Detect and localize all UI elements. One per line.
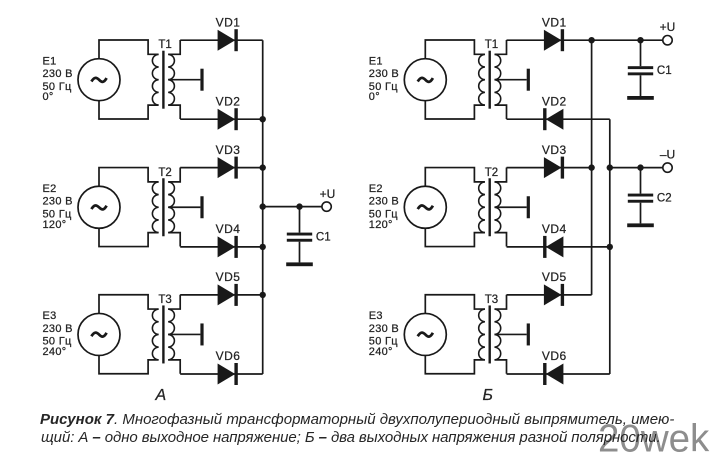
svg-text:50 Гц: 50 Гц bbox=[43, 336, 72, 348]
svg-text:VD2: VD2 bbox=[542, 94, 567, 108]
svg-text:VD2: VD2 bbox=[216, 94, 241, 108]
svg-text:VD3: VD3 bbox=[542, 143, 567, 157]
svg-text:T3: T3 bbox=[158, 294, 171, 306]
svg-text:Б: Б bbox=[482, 387, 492, 404]
svg-text:–U: –U bbox=[660, 148, 675, 162]
svg-text:120°: 120° bbox=[369, 219, 393, 231]
svg-text:C2: C2 bbox=[657, 192, 672, 204]
svg-text:T3: T3 bbox=[485, 294, 498, 306]
svg-text:VD5: VD5 bbox=[216, 270, 241, 284]
svg-text:120°: 120° bbox=[43, 219, 67, 231]
svg-text:Рисунок 7. Многофазный трансфо: Рисунок 7. Многофазный трансформаторный … bbox=[40, 411, 674, 428]
svg-text:VD1: VD1 bbox=[216, 15, 241, 29]
svg-text:230 В: 230 В bbox=[369, 68, 399, 80]
svg-text:E2: E2 bbox=[369, 183, 383, 195]
svg-text:VD6: VD6 bbox=[216, 349, 241, 363]
svg-text:VD3: VD3 bbox=[216, 143, 241, 157]
svg-text:20wek: 20wek bbox=[598, 418, 710, 461]
svg-text:VD5: VD5 bbox=[542, 270, 567, 284]
svg-text:C1: C1 bbox=[657, 65, 672, 77]
svg-text:А: А bbox=[154, 387, 166, 404]
svg-text:E3: E3 bbox=[369, 310, 383, 322]
svg-text:0°: 0° bbox=[369, 91, 380, 103]
svg-text:240°: 240° bbox=[369, 346, 393, 358]
svg-text:VD4: VD4 bbox=[216, 222, 241, 236]
svg-text:230 В: 230 В bbox=[43, 196, 73, 208]
svg-text:T1: T1 bbox=[485, 39, 498, 51]
svg-text:VD1: VD1 bbox=[542, 15, 567, 29]
svg-text:C1: C1 bbox=[316, 231, 331, 243]
svg-text:E3: E3 bbox=[43, 310, 57, 322]
svg-text:E1: E1 bbox=[43, 55, 57, 67]
svg-text:T2: T2 bbox=[158, 167, 171, 179]
svg-text:+U: +U bbox=[660, 20, 676, 34]
svg-text:VD4: VD4 bbox=[542, 222, 567, 236]
svg-text:230 В: 230 В bbox=[43, 68, 73, 80]
svg-text:50 Гц: 50 Гц bbox=[369, 336, 398, 348]
svg-text:+U: +U bbox=[320, 187, 336, 201]
svg-text:50 Гц: 50 Гц bbox=[369, 208, 398, 220]
svg-text:230 В: 230 В bbox=[369, 196, 399, 208]
svg-text:50 Гц: 50 Гц bbox=[43, 208, 72, 220]
svg-text:E1: E1 bbox=[369, 55, 383, 67]
svg-text:0°: 0° bbox=[43, 91, 54, 103]
svg-text:T1: T1 bbox=[158, 39, 171, 51]
svg-text:T2: T2 bbox=[485, 167, 498, 179]
svg-text:щий: А – одно выходное напряже: щий: А – одно выходное напряжение; Б – д… bbox=[41, 429, 661, 446]
svg-text:240°: 240° bbox=[43, 346, 67, 358]
svg-text:230 В: 230 В bbox=[43, 323, 73, 335]
svg-text:VD6: VD6 bbox=[542, 349, 567, 363]
svg-text:E2: E2 bbox=[43, 183, 57, 195]
svg-text:50 Гц: 50 Гц bbox=[43, 81, 72, 93]
svg-text:50 Гц: 50 Гц bbox=[369, 81, 398, 93]
svg-text:230 В: 230 В bbox=[369, 323, 399, 335]
